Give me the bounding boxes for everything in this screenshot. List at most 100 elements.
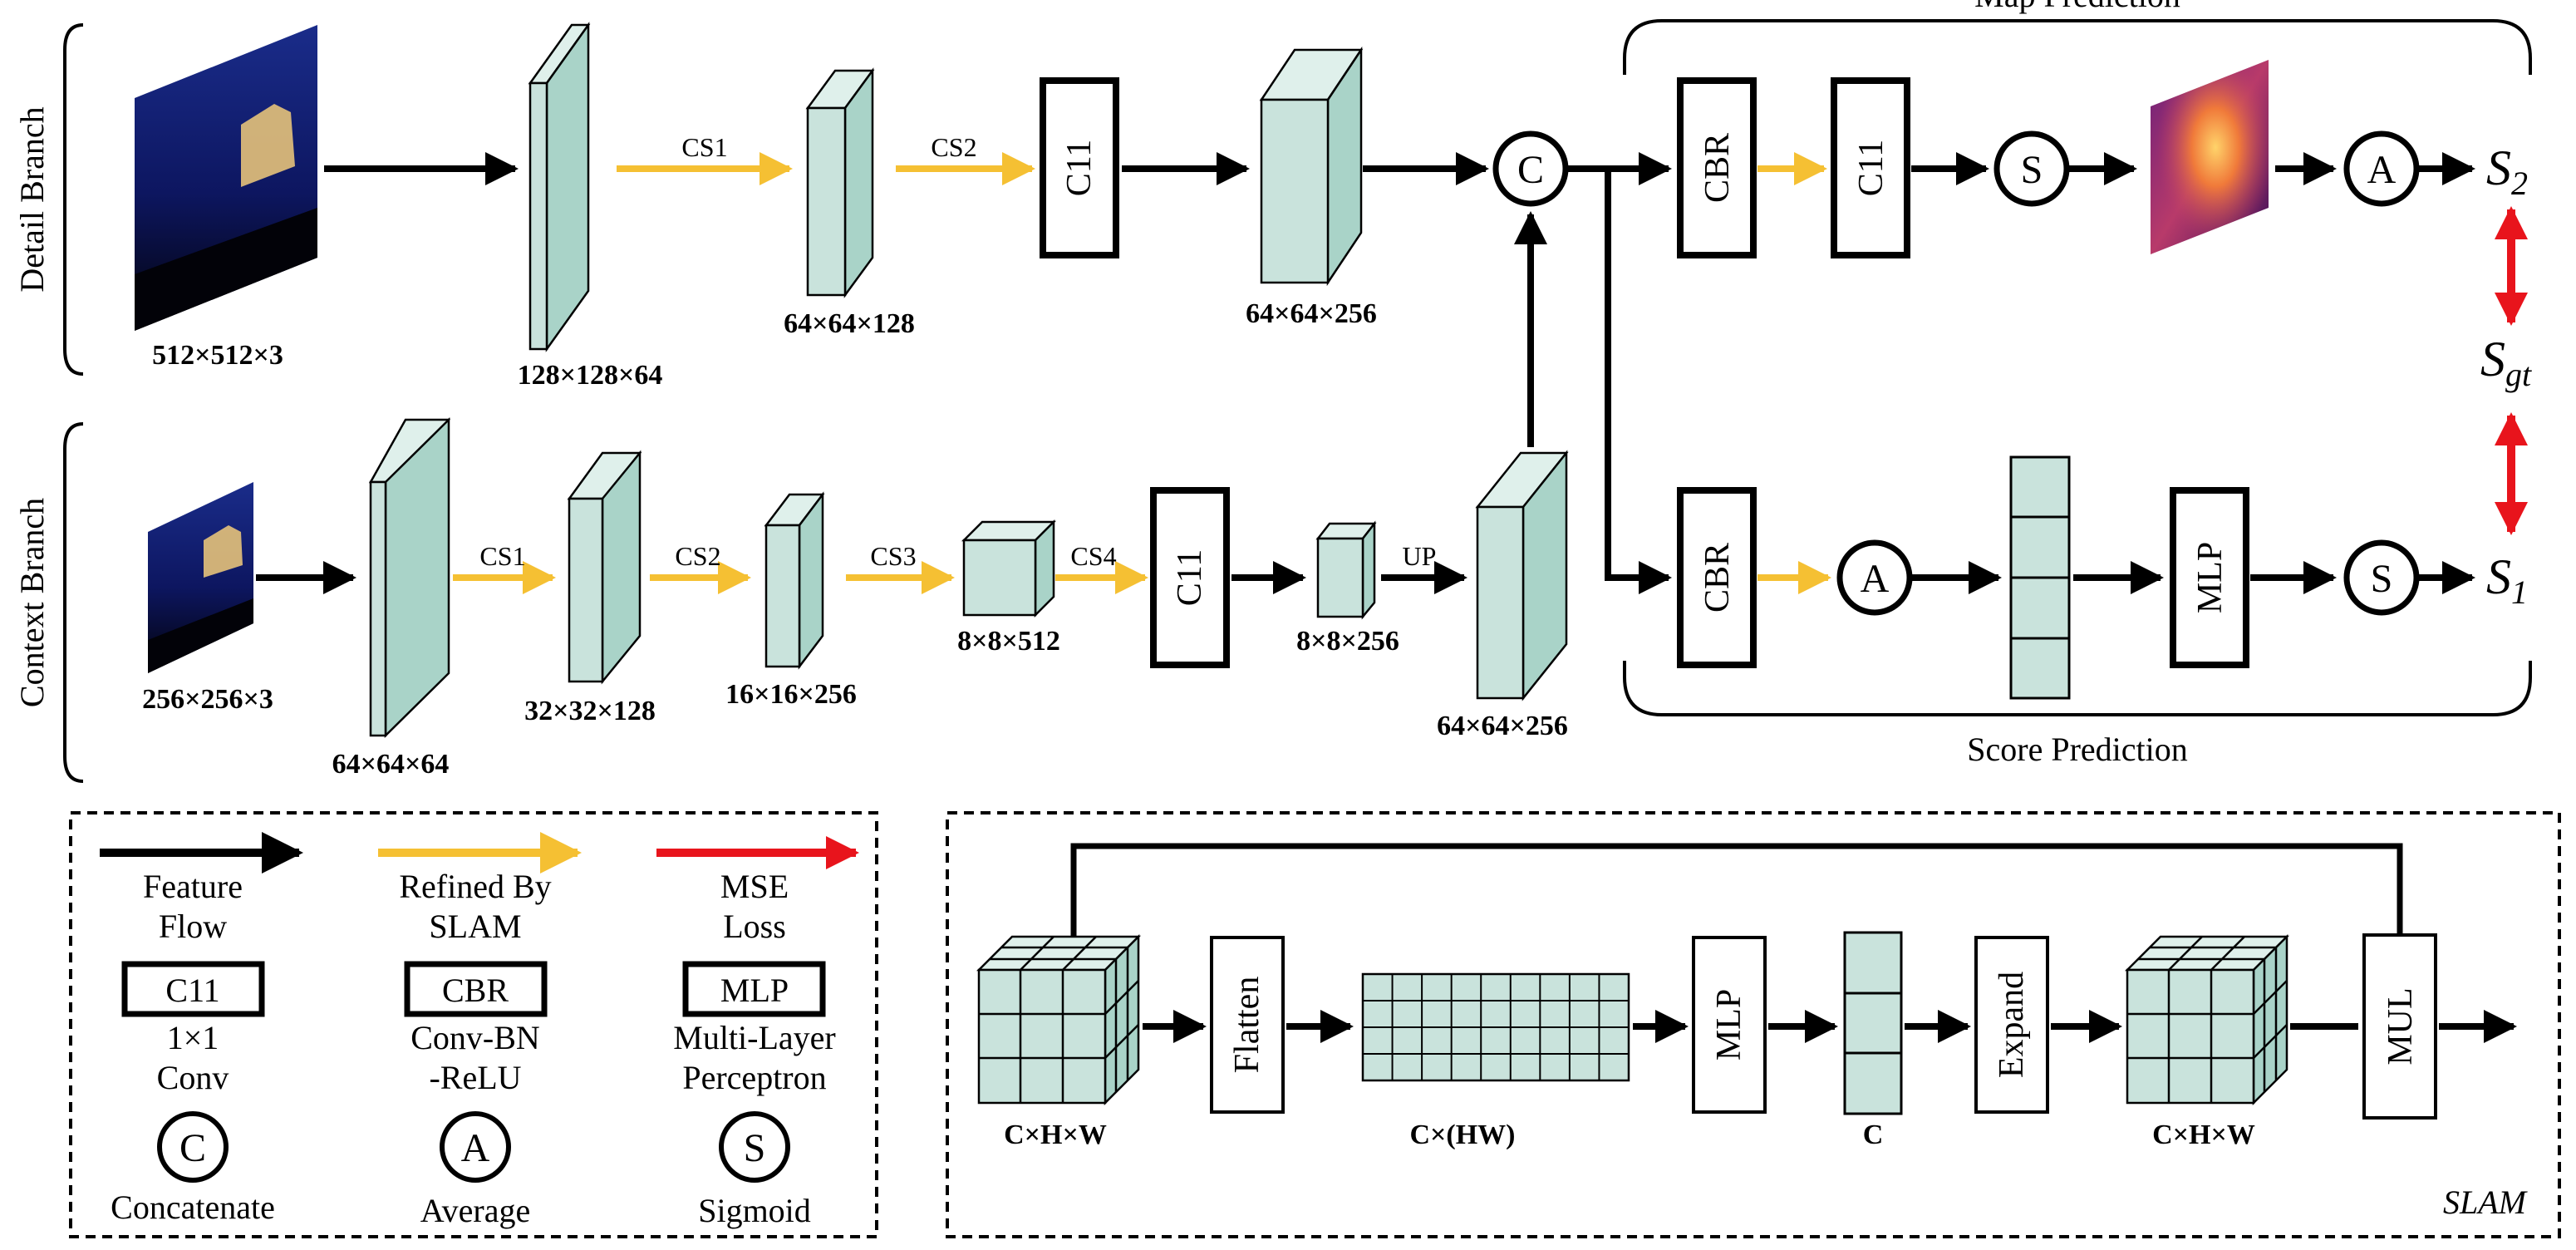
legend-mlp-desc2: Perceptron <box>682 1059 826 1096</box>
legend-cbr-box <box>404 961 548 1017</box>
legend-mlp-desc1: Multi-Layer <box>673 1019 836 1056</box>
score-average-label: A <box>1861 557 1890 601</box>
slam-box <box>946 811 2561 1238</box>
score-sigmoid-label: S <box>2371 557 2393 601</box>
detail-f3-dim: 64×64×256 <box>1246 298 1377 329</box>
detail-cs1-label: CS1 <box>681 132 727 162</box>
legend-mlp-box <box>682 961 826 1017</box>
context-feature-16x256 <box>764 491 825 670</box>
context-up-label: UP <box>1403 541 1437 571</box>
context-input-image <box>148 482 253 673</box>
slam-output-cube <box>2124 933 2290 1106</box>
slam-mlp-block: MLP <box>1692 936 1767 1114</box>
detail-branch-label: Detail Branch <box>13 106 51 292</box>
context-feature-8x256 <box>1315 520 1377 620</box>
map-prediction-title: Map Prediction <box>1974 0 2180 14</box>
detail-c11-label: C11 <box>1060 140 1099 196</box>
legend-mse-line1: MSE <box>720 868 789 905</box>
score-sigmoid-node: S <box>2343 539 2420 616</box>
score-mlp-block: MLP <box>2170 487 2249 668</box>
legend-c11-box <box>121 961 265 1017</box>
slam-vec-dim: C <box>1863 1120 1884 1150</box>
context-f5-dim: 8×8×256 <box>1296 626 1399 657</box>
legend-sigmoid-letter: S <box>744 1126 766 1170</box>
legend-c11-desc2: Conv <box>157 1059 229 1096</box>
score-average-node: A <box>1836 539 1913 616</box>
detail-f2-dim: 64×64×128 <box>784 308 915 339</box>
context-feature-64x256 <box>1475 450 1569 701</box>
context-feature-64x64 <box>368 417 451 738</box>
score-feature-vector <box>2009 455 2071 700</box>
map-cbr-block: CBR <box>1677 77 1757 258</box>
slam-input-dim: C×H×W <box>1004 1120 1107 1150</box>
legend-box <box>69 811 878 1238</box>
context-feature-32x128 <box>567 450 642 685</box>
slam-skip-connection <box>1070 843 2403 947</box>
map-sigmoid-node: S <box>1993 130 2070 207</box>
context-input-dim: 256×256×3 <box>142 684 273 715</box>
legend-refined-line1: Refined By <box>399 868 551 905</box>
detail-input-image <box>135 25 317 331</box>
slam-input-cube <box>976 933 1142 1106</box>
output-sgt: Sgt <box>2480 332 2532 393</box>
detail-cs2-label: CS2 <box>931 132 976 162</box>
concat-to-score-arrow <box>1605 169 1672 594</box>
detail-feature-128 <box>528 22 591 352</box>
context-branch-bracket <box>63 422 84 783</box>
score-mlp-label: MLP <box>2191 542 2229 613</box>
legend-sigmoid-desc: Sigmoid <box>698 1192 811 1229</box>
output-s2: S2 <box>2486 140 2528 202</box>
legend-feature-flow-line1: Feature <box>143 868 243 905</box>
slam-mul-block: MUL <box>2362 933 2437 1120</box>
slam-mlp-label: MLP <box>1710 989 1748 1061</box>
context-branch-label: Context Branch <box>13 498 51 707</box>
context-f1-dim: 64×64×64 <box>332 749 450 780</box>
slam-flat-dim: C×(HW) <box>1409 1120 1515 1150</box>
legend-concat-symbol <box>157 1111 229 1183</box>
output-s1: S1 <box>2486 549 2528 611</box>
legend-cbr-label: CBR <box>442 972 509 1009</box>
map-average-label: A <box>2367 148 2397 192</box>
detail-c11-block: C11 <box>1040 77 1119 258</box>
legend-refined-line2: SLAM <box>429 908 521 945</box>
detail-input-dim: 512×512×3 <box>152 340 283 371</box>
map-c11-label: C11 <box>1852 140 1890 196</box>
legend-average-letter: A <box>461 1126 490 1170</box>
detail-feature-64x128 <box>805 67 875 298</box>
context-feature-8x512 <box>961 519 1057 618</box>
map-prediction-bracket <box>1623 19 2532 75</box>
legend-average-desc: Average <box>420 1192 531 1229</box>
saliency-map-image <box>2151 60 2269 254</box>
score-cbr-block: CBR <box>1677 487 1757 668</box>
detail-feature-64x256 <box>1259 46 1364 287</box>
context-cs3-label: CS3 <box>870 541 916 571</box>
slam-flat-matrix <box>1361 972 1630 1082</box>
legend-average-symbol <box>440 1111 511 1183</box>
map-c11-block: C11 <box>1831 77 1910 258</box>
slam-channel-vector <box>1843 931 1903 1115</box>
map-average-node: A <box>2343 130 2420 207</box>
map-cbr-label: CBR <box>1698 133 1737 203</box>
slam-expand-label: Expand <box>1993 972 2031 1078</box>
slam-mul-label: MUL <box>2382 987 2420 1065</box>
legend-cbr-desc2: -ReLU <box>429 1059 521 1096</box>
slam-title: SLAM <box>2443 1184 2529 1221</box>
context-f4-dim: 8×8×512 <box>957 626 1060 657</box>
legend-mlp-label: MLP <box>720 972 789 1009</box>
legend-c11-desc1: 1×1 <box>167 1019 219 1056</box>
legend-mse-line2: Loss <box>723 908 786 945</box>
legend-concat-desc: Concatenate <box>111 1188 275 1226</box>
legend-feature-flow-line2: Flow <box>159 908 227 945</box>
context-cs1-label: CS1 <box>479 541 525 571</box>
score-cbr-label: CBR <box>1698 543 1737 613</box>
context-c11-label: C11 <box>1171 549 1209 606</box>
concat-node: C <box>1492 130 1569 207</box>
context-cs4-label: CS4 <box>1070 541 1116 571</box>
legend-sigmoid-symbol <box>719 1111 790 1183</box>
context-f2-dim: 32×32×128 <box>524 696 656 726</box>
score-prediction-title: Score Prediction <box>1967 731 2188 768</box>
detail-branch-bracket <box>63 23 84 376</box>
legend-c11-label: C11 <box>165 972 219 1009</box>
slam-flatten-label: Flatten <box>1228 977 1266 1074</box>
